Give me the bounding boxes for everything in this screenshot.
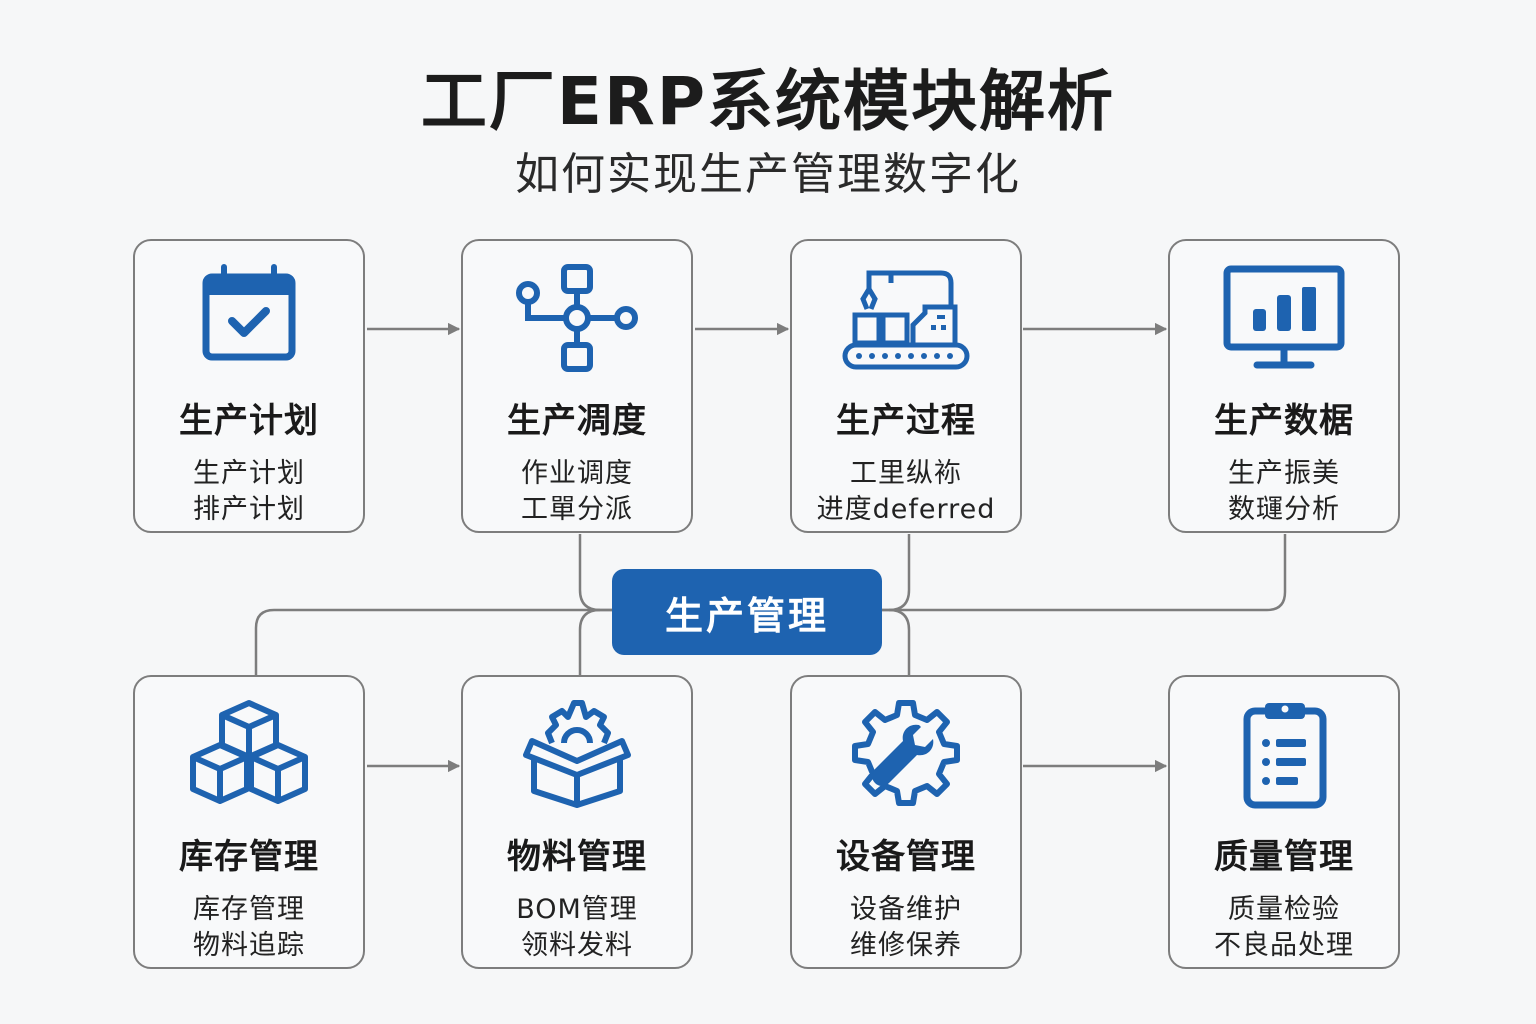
gear-wrench-icon xyxy=(841,699,971,809)
hub-link-dispatch xyxy=(578,534,612,612)
module-item: 不良品处理 xyxy=(1214,930,1354,961)
hub-link-data xyxy=(882,534,1287,612)
hub-link-process xyxy=(882,534,911,612)
page-subtitle: 如何实现生产管理数字化 xyxy=(515,149,1021,200)
module-item: 数璭分析 xyxy=(1228,494,1340,525)
hub-link-equipment xyxy=(888,608,911,675)
calendar-check-icon xyxy=(184,263,314,373)
module-item: 生产振美 xyxy=(1228,458,1340,489)
module-card-process[interactable]: 生产过程 工里纵袮 进度deferred xyxy=(790,239,1022,533)
module-item: 工里纵袮 xyxy=(850,458,962,489)
module-item: 领料发料 xyxy=(521,930,633,961)
module-card-plan[interactable]: 生产计划 生产计划 排产计划 xyxy=(133,239,365,533)
clipboard-list-icon xyxy=(1219,699,1349,809)
module-name: 物料管理 xyxy=(507,837,647,877)
module-item: 维修保养 xyxy=(850,930,962,961)
module-item: 质量检验 xyxy=(1228,894,1340,925)
module-item: 设备维护 xyxy=(850,894,962,925)
module-item: 物料追踪 xyxy=(193,930,305,961)
module-card-equipment[interactable]: 设备管理 设备维护 维修保养 xyxy=(790,675,1022,969)
module-name: 生产凋度 xyxy=(507,401,647,441)
factory-robot-arm-icon xyxy=(841,263,971,373)
module-item: 排产计划 xyxy=(193,494,305,525)
module-card-dispatch[interactable]: 生产凋度 作业调度 工單分派 xyxy=(461,239,693,533)
module-card-inventory[interactable]: 库存管理 库存管理 物料追踪 xyxy=(133,675,365,969)
module-item: 进度deferred xyxy=(816,494,996,525)
stacked-boxes-icon xyxy=(184,699,314,809)
module-item: 生产计划 xyxy=(193,458,305,489)
module-card-material[interactable]: 物料管理 BOM管理 领料发料 xyxy=(461,675,693,969)
network-nodes-icon xyxy=(512,263,642,373)
module-name: 生产过程 xyxy=(836,401,976,441)
module-name: 生产计划 xyxy=(179,401,319,441)
page-title: 工厂ERP系统模块解析 xyxy=(420,63,1116,140)
monitor-bar-chart-icon xyxy=(1219,263,1349,373)
hub-production-management[interactable]: 生产管理 xyxy=(612,569,882,655)
module-item: 作业调度 xyxy=(521,458,633,489)
module-item: BOM管理 xyxy=(516,894,638,925)
module-name: 库存管理 xyxy=(179,837,319,877)
module-name: 生产数椐 xyxy=(1214,401,1354,441)
module-item: 工單分派 xyxy=(521,494,633,525)
module-item: 库存管理 xyxy=(193,894,305,925)
module-name: 设备管理 xyxy=(836,837,976,877)
gear-box-icon xyxy=(512,699,642,809)
hub-link-inventory xyxy=(254,608,612,675)
module-card-data[interactable]: 生产数椐 生产振美 数璭分析 xyxy=(1168,239,1400,533)
module-name: 质量管理 xyxy=(1214,837,1354,877)
module-card-quality[interactable]: 质量管理 质量检验 不良品处理 xyxy=(1168,675,1400,969)
hub-link-material xyxy=(578,608,601,675)
